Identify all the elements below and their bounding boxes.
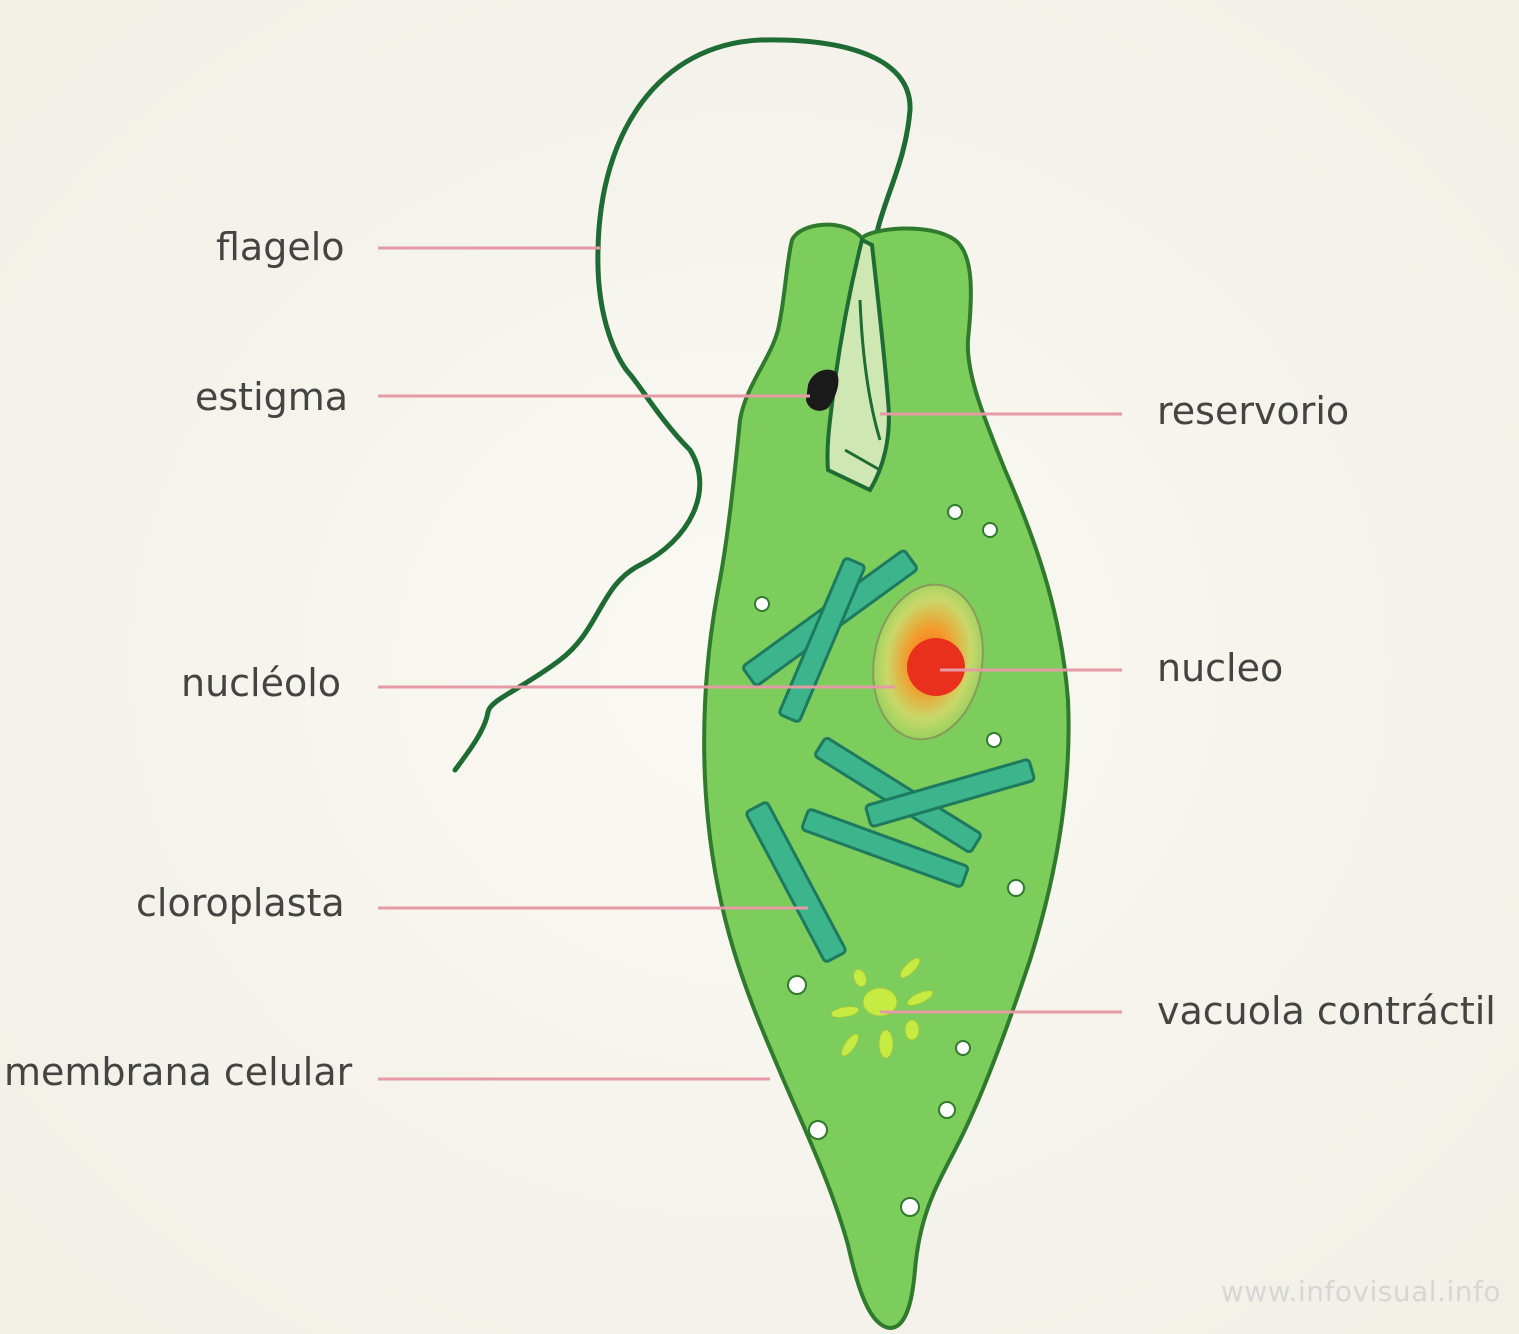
vacuole-satellite: [899, 957, 921, 979]
chloroplast: [864, 758, 1036, 828]
flagellum: [452, 37, 913, 773]
vesicles: [754, 504, 1025, 1217]
chloroplast: [778, 557, 866, 723]
chloroplast: [745, 801, 847, 963]
vesicle: [808, 1120, 828, 1140]
vesicle: [947, 504, 963, 520]
chloroplasts: [742, 549, 1036, 963]
label-cloroplasta: cloroplasta: [136, 881, 345, 925]
vesicle: [986, 732, 1002, 748]
vesicle: [955, 1040, 971, 1056]
vesicle: [900, 1197, 920, 1217]
vacuole-satellite: [906, 990, 934, 1006]
label-vacuola: vacuola contráctil: [1157, 989, 1496, 1033]
chloroplast: [800, 808, 970, 888]
vacuole-satellite: [878, 1029, 894, 1059]
vacuole-satellite: [830, 1006, 860, 1018]
vesicle: [938, 1101, 956, 1119]
reservoir: [825, 237, 891, 493]
vacuole-center: [862, 987, 898, 1017]
leader-lines: [378, 246, 1122, 1081]
vacuole-satellite: [904, 1019, 920, 1041]
vesicle: [754, 596, 770, 612]
nucleolus: [907, 638, 965, 696]
label-nucleo: nucleo: [1157, 646, 1284, 690]
vesicle: [1007, 879, 1025, 897]
label-nucleolo: nucléolo: [181, 661, 342, 705]
label-flagelo: flagelo: [216, 225, 345, 269]
label-membrana: membrana celular: [4, 1050, 353, 1094]
stigma: [806, 369, 839, 411]
vesicle: [787, 975, 807, 995]
vesicle: [982, 522, 998, 538]
reservoir-inner: [844, 299, 882, 472]
watermark-text: www.infovisual.info: [1220, 1275, 1501, 1308]
label-estigma: estigma: [195, 375, 349, 419]
vacuole-satellite: [840, 1033, 860, 1057]
contractile-vacuole: [830, 957, 934, 1059]
vacuole-satellite: [853, 968, 867, 988]
label-reservorio: reservorio: [1157, 389, 1350, 433]
